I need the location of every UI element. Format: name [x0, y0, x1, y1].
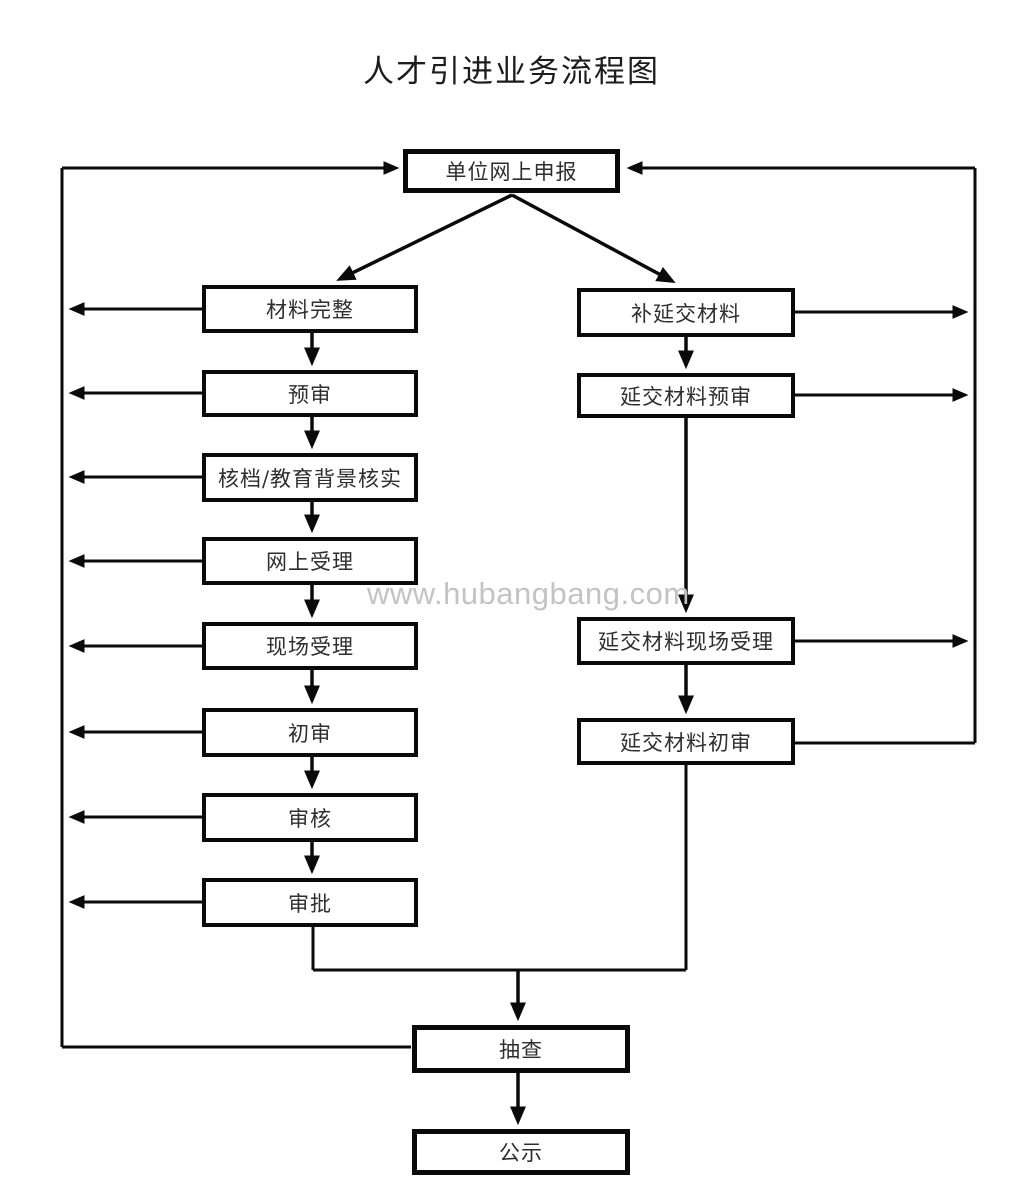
- top-split-arrows: [336, 193, 676, 283]
- node-onsite-acceptance: 现场受理: [202, 622, 418, 670]
- node-public-announcement: 公示: [412, 1129, 630, 1175]
- node-spot-check: 抽查: [412, 1025, 630, 1073]
- left-return-rail: [60, 161, 411, 1049]
- node-initial-review: 初审: [202, 708, 418, 757]
- node-materials-complete: 材料完整: [202, 285, 418, 333]
- node-unit-online-declaration: 单位网上申报: [403, 149, 620, 193]
- node-archive-education-verification: 核档/教育背景核实: [202, 453, 418, 502]
- node-supplement-late-materials: 补延交材料: [577, 288, 795, 337]
- node-late-materials-initial-review: 延交材料初审: [577, 718, 795, 765]
- node-review: 审核: [202, 793, 418, 842]
- node-late-materials-onsite-acceptance: 延交材料现场受理: [577, 617, 795, 665]
- node-approval: 审批: [202, 878, 418, 927]
- bottom-merge-arrows: [311, 927, 686, 1126]
- watermark-text: www.hubangbang.com: [367, 576, 690, 611]
- page-title: 人才引进业务流程图: [363, 54, 660, 90]
- node-online-acceptance: 网上受理: [202, 537, 418, 585]
- right-return-rail: [626, 161, 977, 745]
- node-late-materials-pre-review: 延交材料预审: [577, 373, 795, 418]
- node-pre-review: 预审: [202, 370, 418, 417]
